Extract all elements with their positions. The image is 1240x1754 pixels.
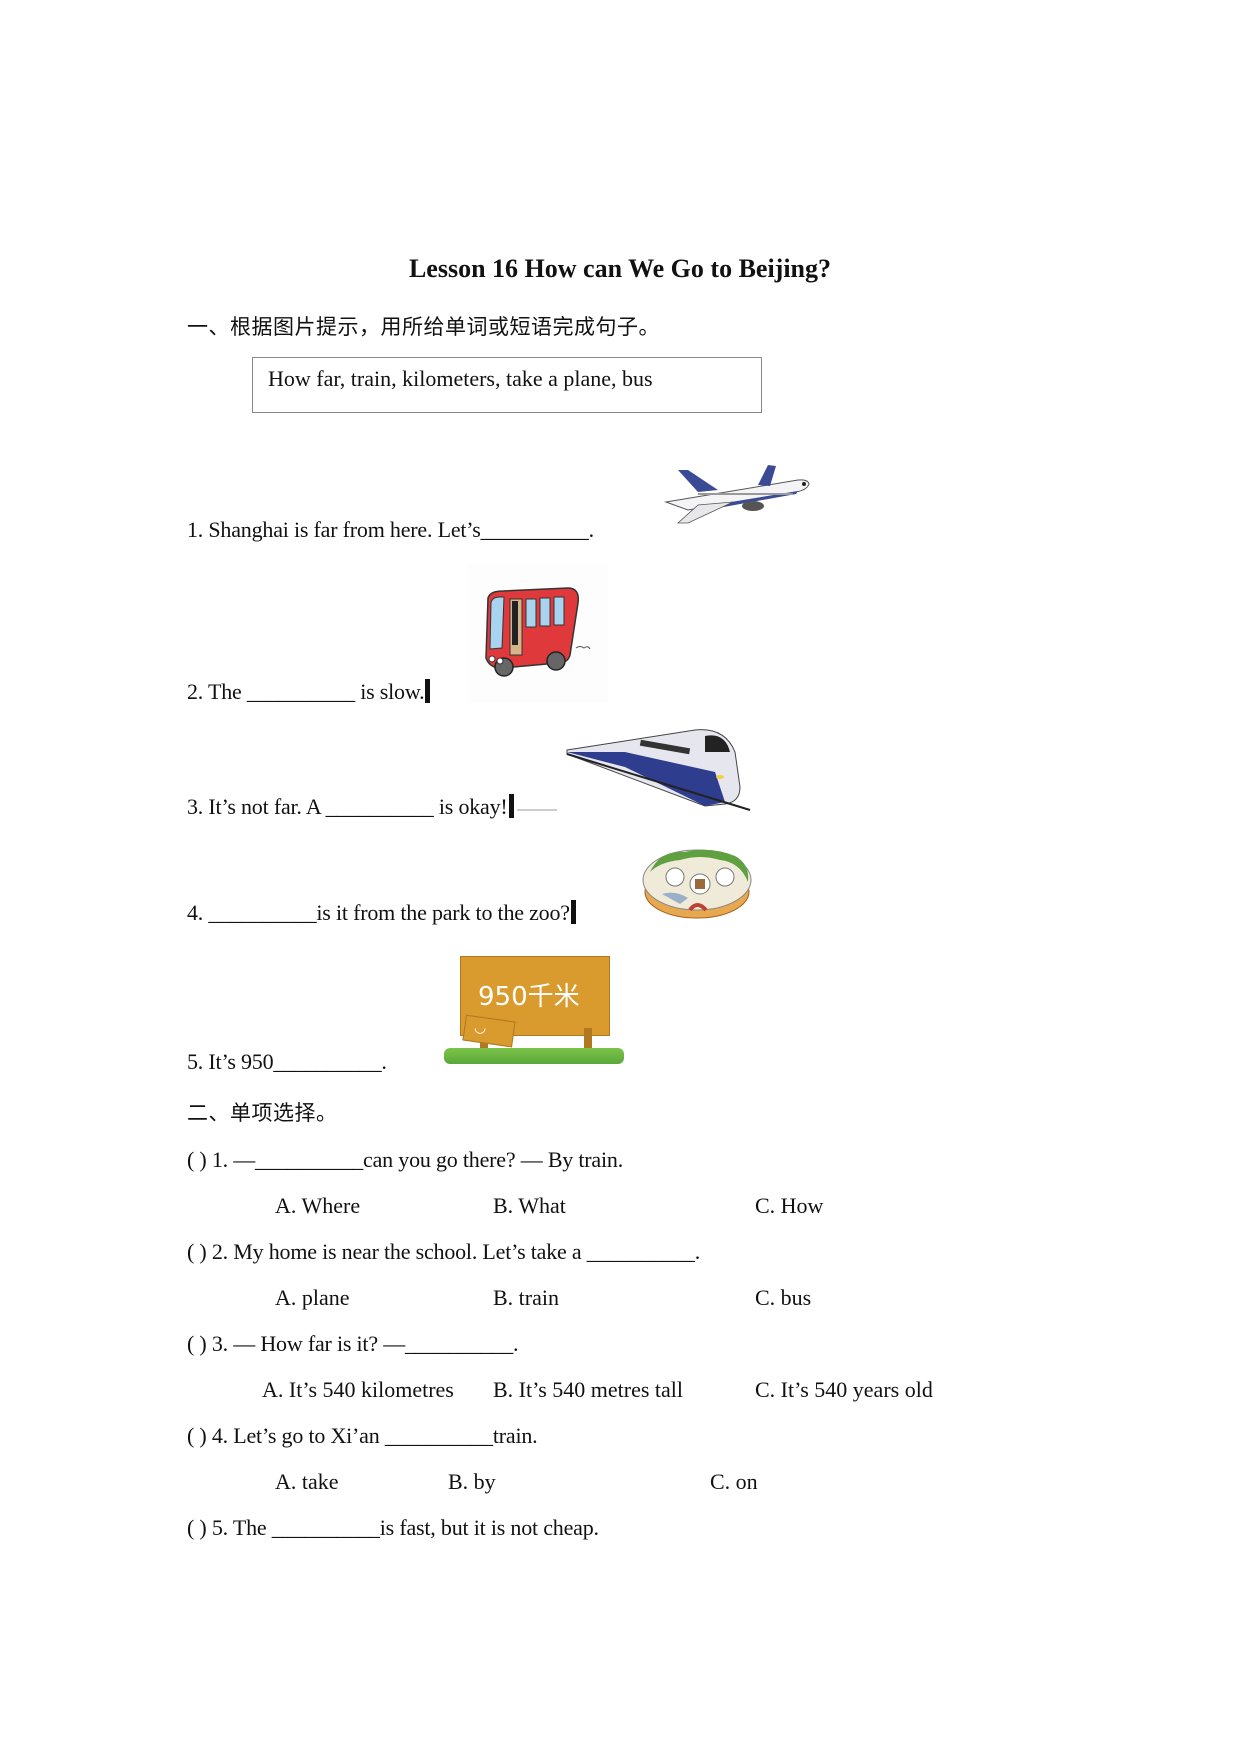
q4-option-a: A. take	[275, 1469, 339, 1494]
q1-option-c: C. How	[755, 1193, 824, 1218]
q2-option-a: A. plane	[275, 1285, 350, 1310]
grass	[444, 1048, 624, 1064]
question-2: ( ) 2. My home is near the school. Let’s…	[187, 1239, 701, 1264]
fill-item-4: 4. __________is it from the park to the …	[187, 900, 576, 926]
question-3: ( ) 3. — How far is it? —__________.	[187, 1331, 519, 1356]
page-title: Lesson 16 How can We Go to Beijing?	[408, 254, 832, 283]
fill-item-1: 1. Shanghai is far from here. Let’s_____…	[187, 517, 594, 542]
sign-small-plank	[462, 1014, 516, 1048]
signboard-illustration: ◡ 950千米	[444, 948, 624, 1066]
q4-option-b: B. by	[448, 1469, 496, 1494]
q2-option-b: B. train	[493, 1285, 559, 1310]
fill-item-5: 5. It’s 950__________.	[187, 1049, 387, 1074]
question-5: ( ) 5. The __________is fast, but it is …	[187, 1515, 599, 1540]
q2-option-c: C. bus	[755, 1285, 812, 1310]
train-illustration	[566, 729, 751, 811]
question-1: ( ) 1. —__________can you go there? — By…	[187, 1147, 624, 1172]
smile-glyph: ◡	[474, 1020, 487, 1036]
q4-option-c: C. on	[710, 1469, 758, 1494]
bus-illustration	[468, 563, 608, 703]
zoo-illustration	[642, 849, 752, 919]
q1-option-a: A. Where	[275, 1193, 361, 1218]
text-cursor	[425, 679, 431, 703]
q3-option-a: A. It’s 540 kilometres	[262, 1377, 454, 1402]
airplane-illustration	[664, 465, 810, 524]
section-2-heading: 二、单项选择。	[187, 1101, 338, 1125]
text-cursor	[570, 900, 576, 924]
sign-post-right	[584, 1028, 592, 1058]
word-bank-box: How far, train, kilometers, take a plane…	[252, 357, 762, 413]
fill-item-3: 3. It’s not far. A __________ is okay!	[187, 794, 557, 820]
q1-option-b: B. What	[493, 1193, 566, 1218]
sign-text: 950千米	[478, 982, 580, 1012]
q3-option-b: B. It’s 540 metres tall	[493, 1377, 684, 1402]
q3-option-c: C. It’s 540 years old	[755, 1377, 933, 1402]
faint-line	[516, 809, 557, 811]
fill-item-2: 2. The __________ is slow.	[187, 679, 431, 705]
word-bank-text: How far, train, kilometers, take a plane…	[268, 366, 653, 391]
question-4: ( ) 4. Let’s go to Xi’an __________train…	[187, 1423, 538, 1448]
text-cursor	[508, 794, 514, 818]
section-1-heading: 一、根据图片提示，用所给单词或短语完成句子。	[187, 315, 660, 339]
